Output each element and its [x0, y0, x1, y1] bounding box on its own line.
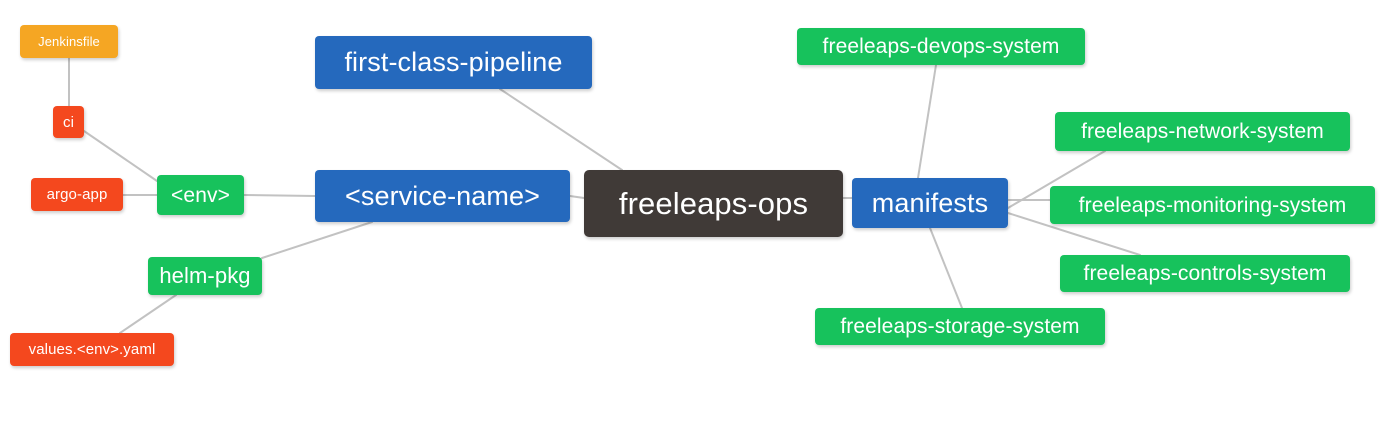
- node-argo-app[interactable]: argo-app: [31, 178, 123, 211]
- node-first-class-pipeline[interactable]: first-class-pipeline: [315, 36, 592, 89]
- node-values-yaml[interactable]: values.<env>.yaml: [10, 333, 174, 366]
- node-storage-system[interactable]: freeleaps-storage-system: [815, 308, 1105, 345]
- edge-e-ci-env: [83, 130, 158, 182]
- node-manifests[interactable]: manifests: [852, 178, 1008, 228]
- edge-e-pipeline-root: [499, 88, 623, 171]
- node-service-name[interactable]: <service-name>: [315, 170, 570, 222]
- node-helm-pkg[interactable]: helm-pkg: [148, 257, 262, 295]
- node-controls-system[interactable]: freeleaps-controls-system: [1060, 255, 1350, 292]
- node-monitoring-system[interactable]: freeleaps-monitoring-system: [1050, 186, 1375, 224]
- edge-e-manifests-devops: [917, 64, 937, 179]
- node-ci[interactable]: ci: [53, 106, 84, 138]
- node-devops-system[interactable]: freeleaps-devops-system: [797, 28, 1085, 65]
- edge-e-env-service: [243, 194, 316, 197]
- edge-e-service-root: [569, 195, 585, 199]
- node-network-system[interactable]: freeleaps-network-system: [1055, 112, 1350, 151]
- node-freeleaps-ops[interactable]: freeleaps-ops: [584, 170, 843, 237]
- edge-e-values-helm: [119, 294, 177, 334]
- node-env[interactable]: <env>: [157, 175, 244, 215]
- edge-e-helm-service: [261, 221, 373, 259]
- node-jenkinsfile[interactable]: Jenkinsfile: [20, 25, 118, 58]
- edge-e-manifests-storage: [929, 227, 963, 309]
